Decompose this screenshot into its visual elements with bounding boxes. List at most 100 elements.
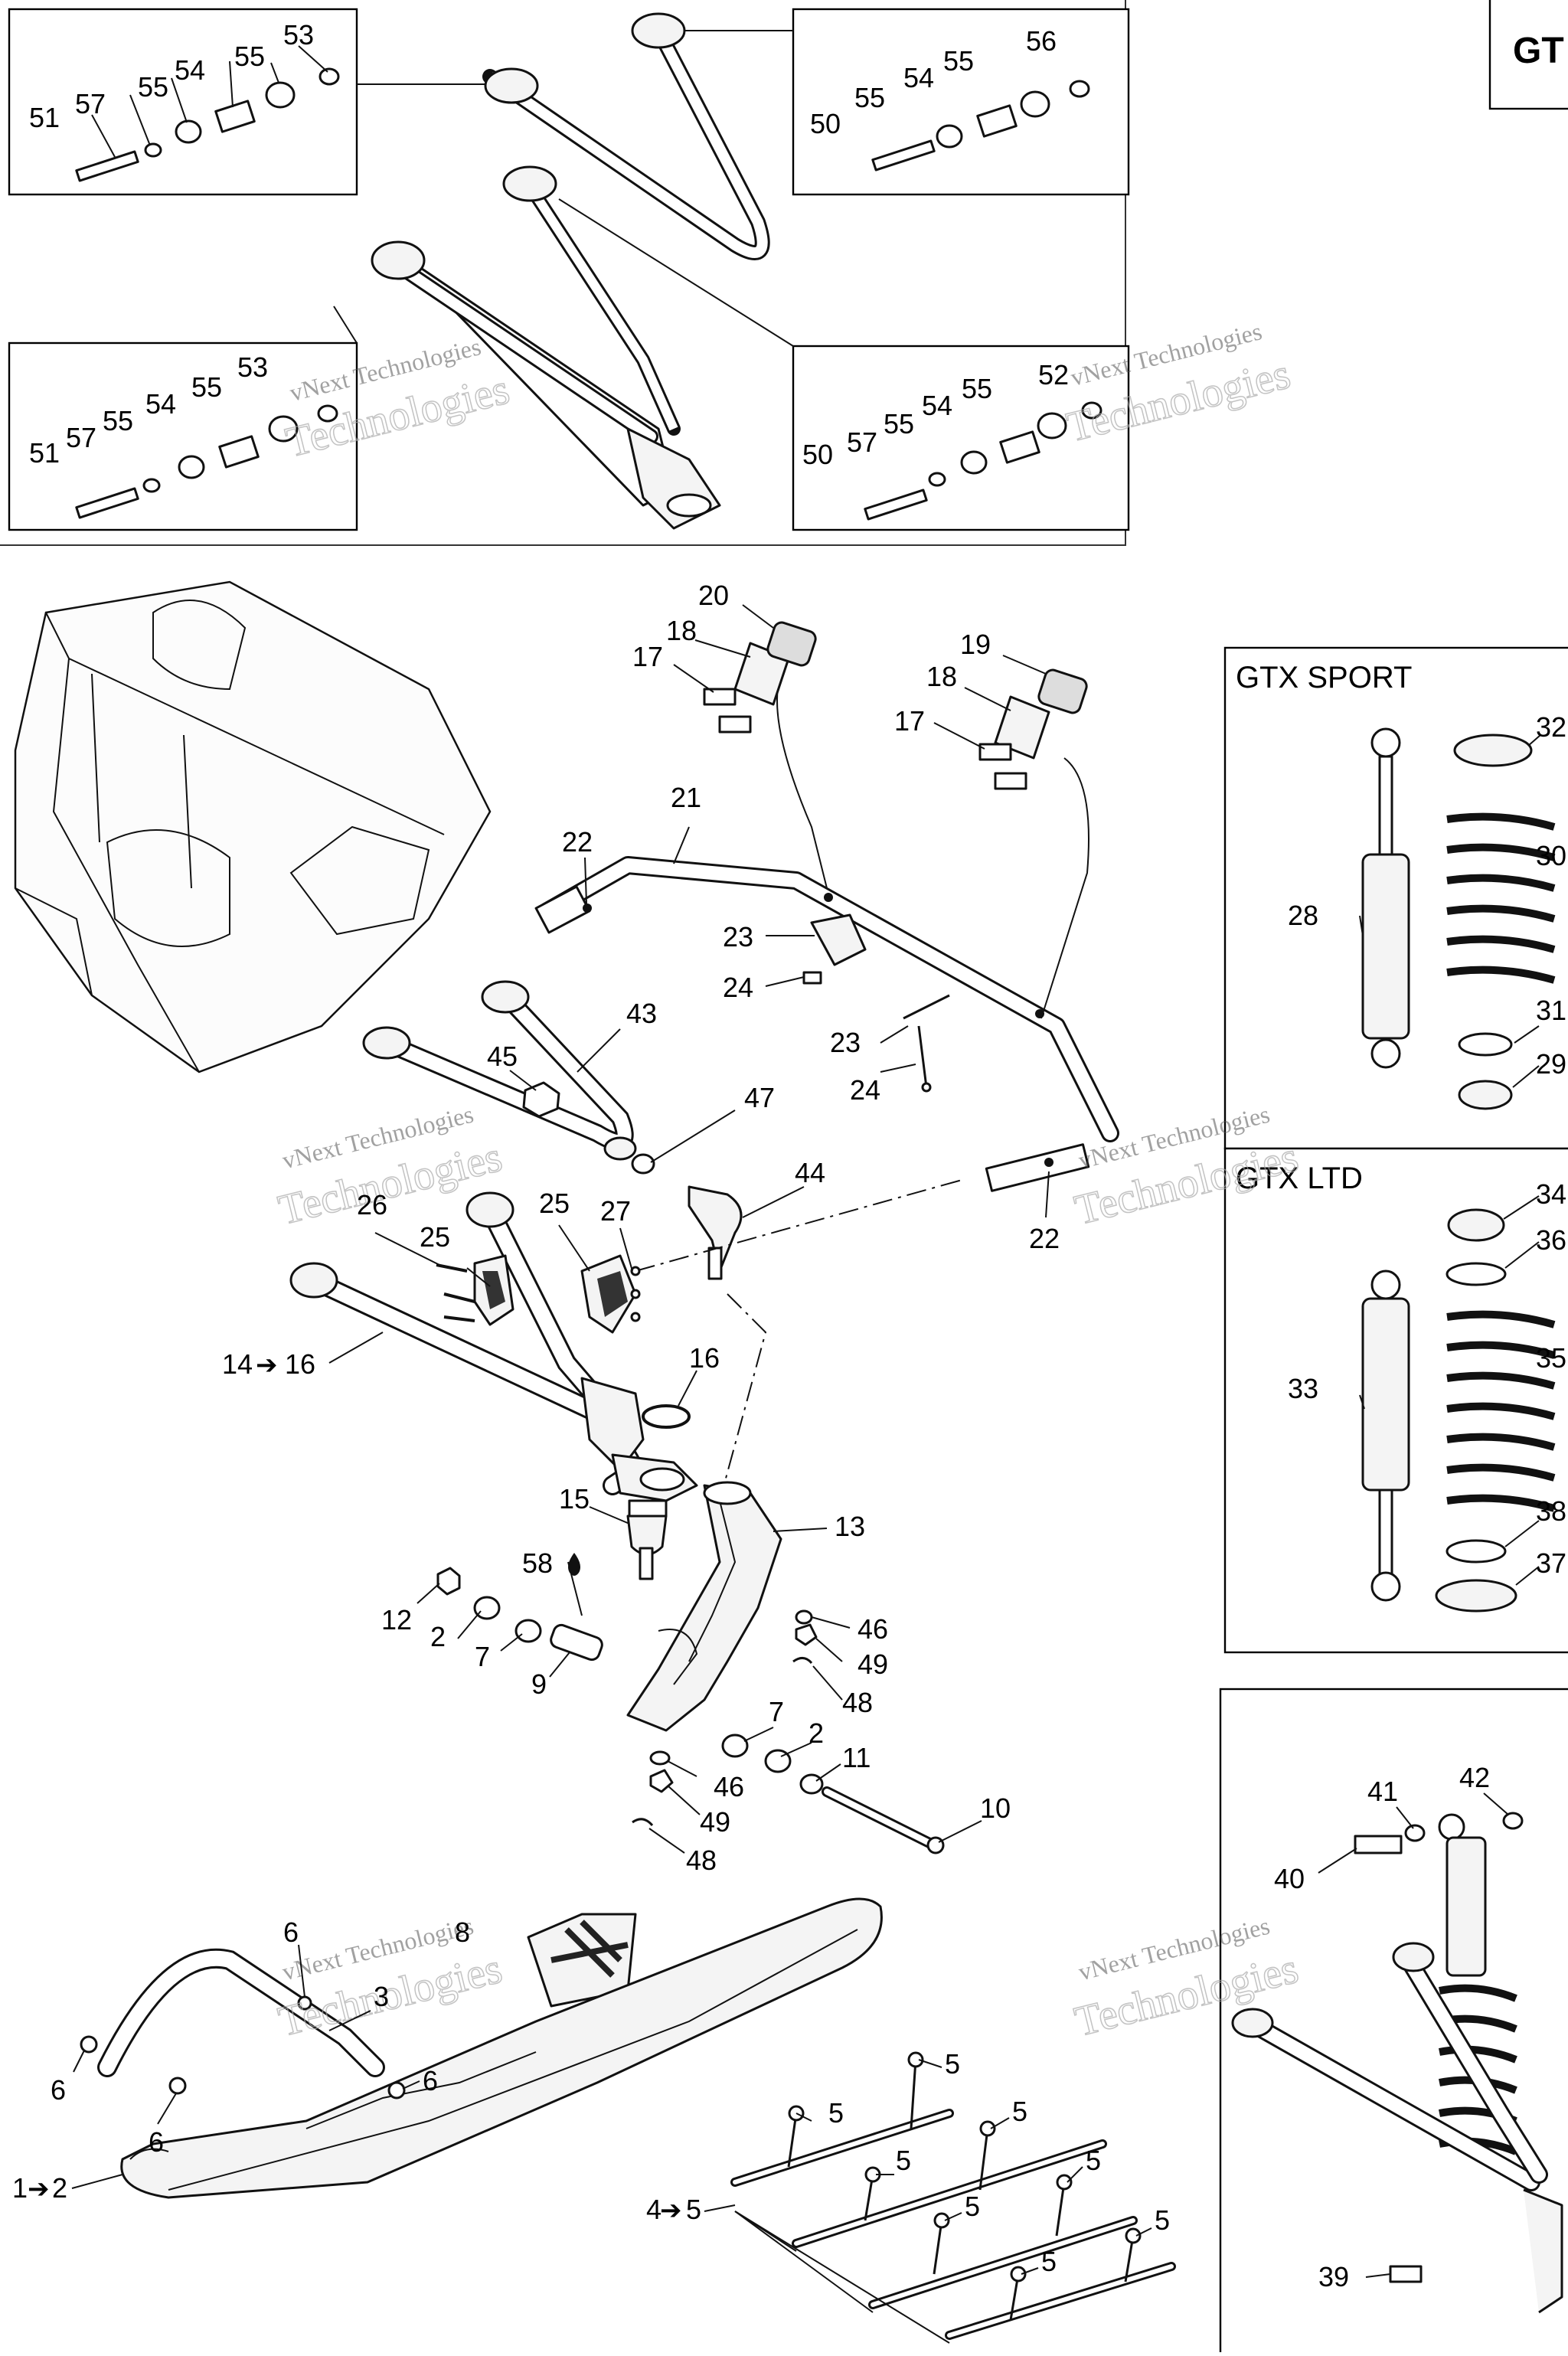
bushing-assembly-br — [864, 401, 1102, 521]
lower-a-arm-inset — [371, 165, 721, 530]
callout-13: 13 — [835, 1511, 865, 1542]
callout-46: 46 — [714, 1771, 744, 1802]
bushing-assembly-tl — [75, 67, 340, 182]
callout-21: 21 — [671, 782, 701, 813]
upper-arm-inset — [0, 0, 1130, 546]
callout-5: 5 — [1086, 2145, 1101, 2176]
callout-5: 5 — [896, 2145, 911, 2176]
bushing-assembly-tr — [871, 80, 1090, 172]
callout-6: 6 — [423, 2065, 438, 2096]
bushing-box-bottom-left — [8, 341, 358, 531]
callout-30: 30 — [1536, 840, 1566, 871]
callout-35: 35 — [1536, 1342, 1566, 1374]
callout-5: 5 — [965, 2191, 980, 2222]
callout-50: 50 — [810, 108, 841, 139]
callout-28: 28 — [1288, 900, 1318, 931]
callout-22: 22 — [1029, 1223, 1060, 1254]
spindle-13 — [626, 1481, 782, 1732]
sway-bar-bracket-left — [703, 621, 817, 734]
callout-55: 55 — [103, 405, 133, 436]
callout-6: 6 — [283, 1916, 299, 1948]
ball-joint-15 — [626, 1499, 668, 1580]
callout-16: 16 — [285, 1348, 315, 1380]
callout-57: 57 — [66, 422, 96, 453]
callout-23: 23 — [830, 1027, 861, 1058]
spindle-bushing-left — [436, 1567, 603, 1662]
callout-34: 34 — [1536, 1178, 1566, 1210]
callout-37: 37 — [1536, 1547, 1566, 1579]
callout-57: 57 — [847, 426, 877, 458]
callout-5: 5 — [686, 2194, 701, 2225]
callout-2: 2 — [808, 1717, 824, 1749]
callout-17: 17 — [894, 705, 925, 737]
callout-44: 44 — [795, 1157, 825, 1188]
callout-52: 52 — [1038, 359, 1069, 390]
corner-label-box: GT — [1488, 0, 1568, 110]
callout-7: 7 — [769, 1696, 784, 1727]
callout-11: 11 — [842, 1742, 871, 1773]
callout-39: 39 — [1318, 2261, 1349, 2292]
spindle-centerline — [719, 1293, 767, 1502]
callout-7: 7 — [475, 1641, 490, 1672]
callout-29: 29 — [1536, 1048, 1566, 1080]
bushing-box-bottom-right — [792, 345, 1130, 531]
callout-1: 1 — [12, 2172, 28, 2204]
bracket-25-left — [436, 1254, 514, 1326]
washer-47 — [631, 1153, 655, 1175]
callout-14: 14 — [222, 1348, 253, 1380]
callout-19: 19 — [960, 629, 991, 660]
ball-joint-44 — [688, 1185, 743, 1280]
callout-47: 47 — [744, 1082, 775, 1113]
sway-bar-clamp-23-alt — [903, 994, 950, 1093]
callout-26: 26 — [357, 1189, 387, 1220]
callout-5: 5 — [828, 2097, 844, 2129]
shock-install-panel — [1219, 1688, 1568, 2356]
callout-55: 55 — [962, 373, 992, 404]
callout-33: 33 — [1288, 1373, 1318, 1404]
callout-55: 55 — [138, 71, 168, 103]
grease-drop-icon — [568, 1553, 580, 1576]
callout-24: 24 — [850, 1074, 880, 1106]
callout-8: 8 — [455, 1916, 470, 1948]
callout-54: 54 — [903, 62, 934, 93]
svg-text:➔: ➔ — [28, 2175, 50, 2204]
callout-4: 4 — [646, 2194, 662, 2225]
callout-25: 25 — [539, 1188, 570, 1219]
corner-label: GT — [1513, 31, 1564, 71]
callout-38: 38 — [1536, 1495, 1566, 1527]
sway-bar — [534, 673, 1119, 1142]
callout-55: 55 — [884, 408, 914, 440]
callout-48: 48 — [842, 1687, 873, 1718]
gtx-ltd-panel: GTX LTD — [1223, 1147, 1568, 1654]
chassis-frame — [14, 580, 492, 1073]
callout-22: 22 — [562, 826, 593, 858]
callout-51: 51 — [29, 102, 60, 133]
callout-leaders — [71, 604, 1541, 2344]
sway-bar-bracket-right — [978, 668, 1088, 790]
callout-55: 55 — [854, 82, 885, 113]
callout-17: 17 — [632, 641, 663, 672]
callout-57: 57 — [75, 88, 106, 119]
callout-5: 5 — [1012, 2096, 1027, 2127]
callout-45: 45 — [487, 1041, 518, 1072]
callout-49: 49 — [858, 1649, 888, 1680]
gtx-sport-heading: GTX SPORT — [1236, 661, 1412, 694]
callout-55: 55 — [191, 371, 222, 403]
callout-41: 41 — [1367, 1776, 1398, 1807]
callout-numbers: 53 55 54 55 57 51 56 55 54 55 50 53 55 5… — [12, 19, 1566, 2292]
callout-40: 40 — [1274, 1863, 1305, 1894]
nut-stack-upper — [792, 1609, 818, 1665]
carbides — [730, 2051, 1176, 2340]
callout-18: 18 — [666, 615, 697, 646]
callout-10: 10 — [980, 1792, 1011, 1824]
tie-rod-centerline — [635, 1178, 965, 1272]
callout-42: 42 — [1459, 1762, 1490, 1793]
callout-12: 12 — [381, 1604, 412, 1635]
callout-58: 58 — [522, 1547, 553, 1579]
callout-53: 53 — [237, 351, 268, 383]
svg-text:➔: ➔ — [660, 2196, 682, 2225]
callout-54: 54 — [922, 390, 952, 421]
callout-27: 27 — [600, 1195, 631, 1227]
